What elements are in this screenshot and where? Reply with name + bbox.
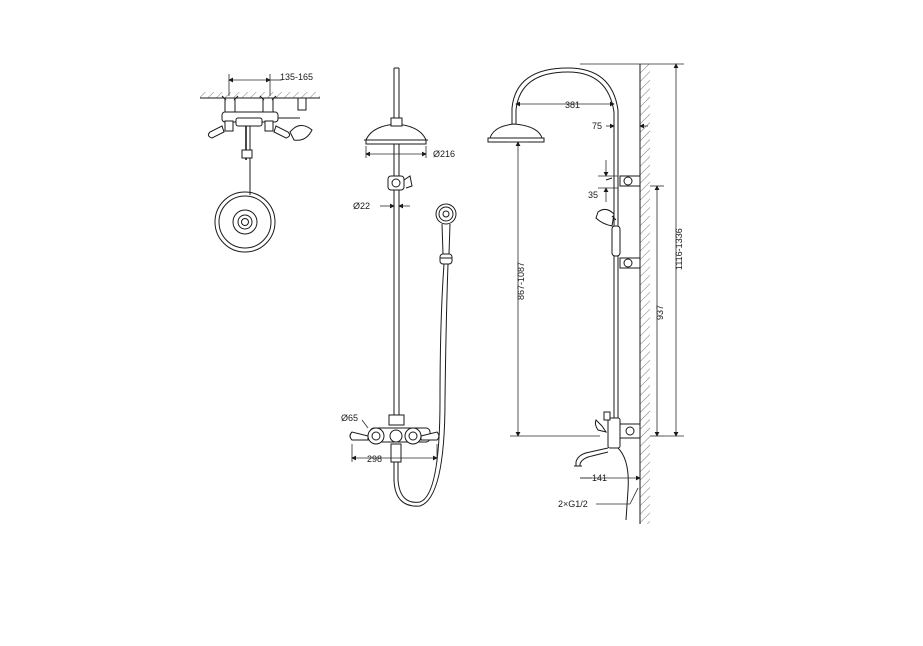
bracket-offset-label: 35 (588, 190, 598, 200)
spout-reach-label: 141 (592, 473, 607, 483)
front-view: Ø216 Ø22 Ø65 298 (341, 67, 457, 507)
flange-diameter-label: Ø65 (341, 413, 358, 423)
arm-reach-label: 381 (565, 100, 580, 110)
total-height-label: 1116-1336 (674, 228, 684, 270)
mixer-width-label: 298 (367, 454, 382, 464)
wall-bar-height-label: 937 (655, 305, 665, 320)
top-view: 135-165 (200, 72, 320, 253)
inlets-label: 2×G1/2 (558, 499, 588, 509)
side-view: 381 75 35 867-1087 937 11 (487, 63, 684, 524)
rain-head-diameter-label: Ø216 (433, 149, 455, 159)
arm-offset-label: 75 (592, 121, 602, 131)
head-height-label: 867-1087 (516, 262, 526, 300)
bar-diameter-label: Ø22 (353, 201, 370, 211)
top-view-width-label: 135-165 (280, 72, 313, 82)
